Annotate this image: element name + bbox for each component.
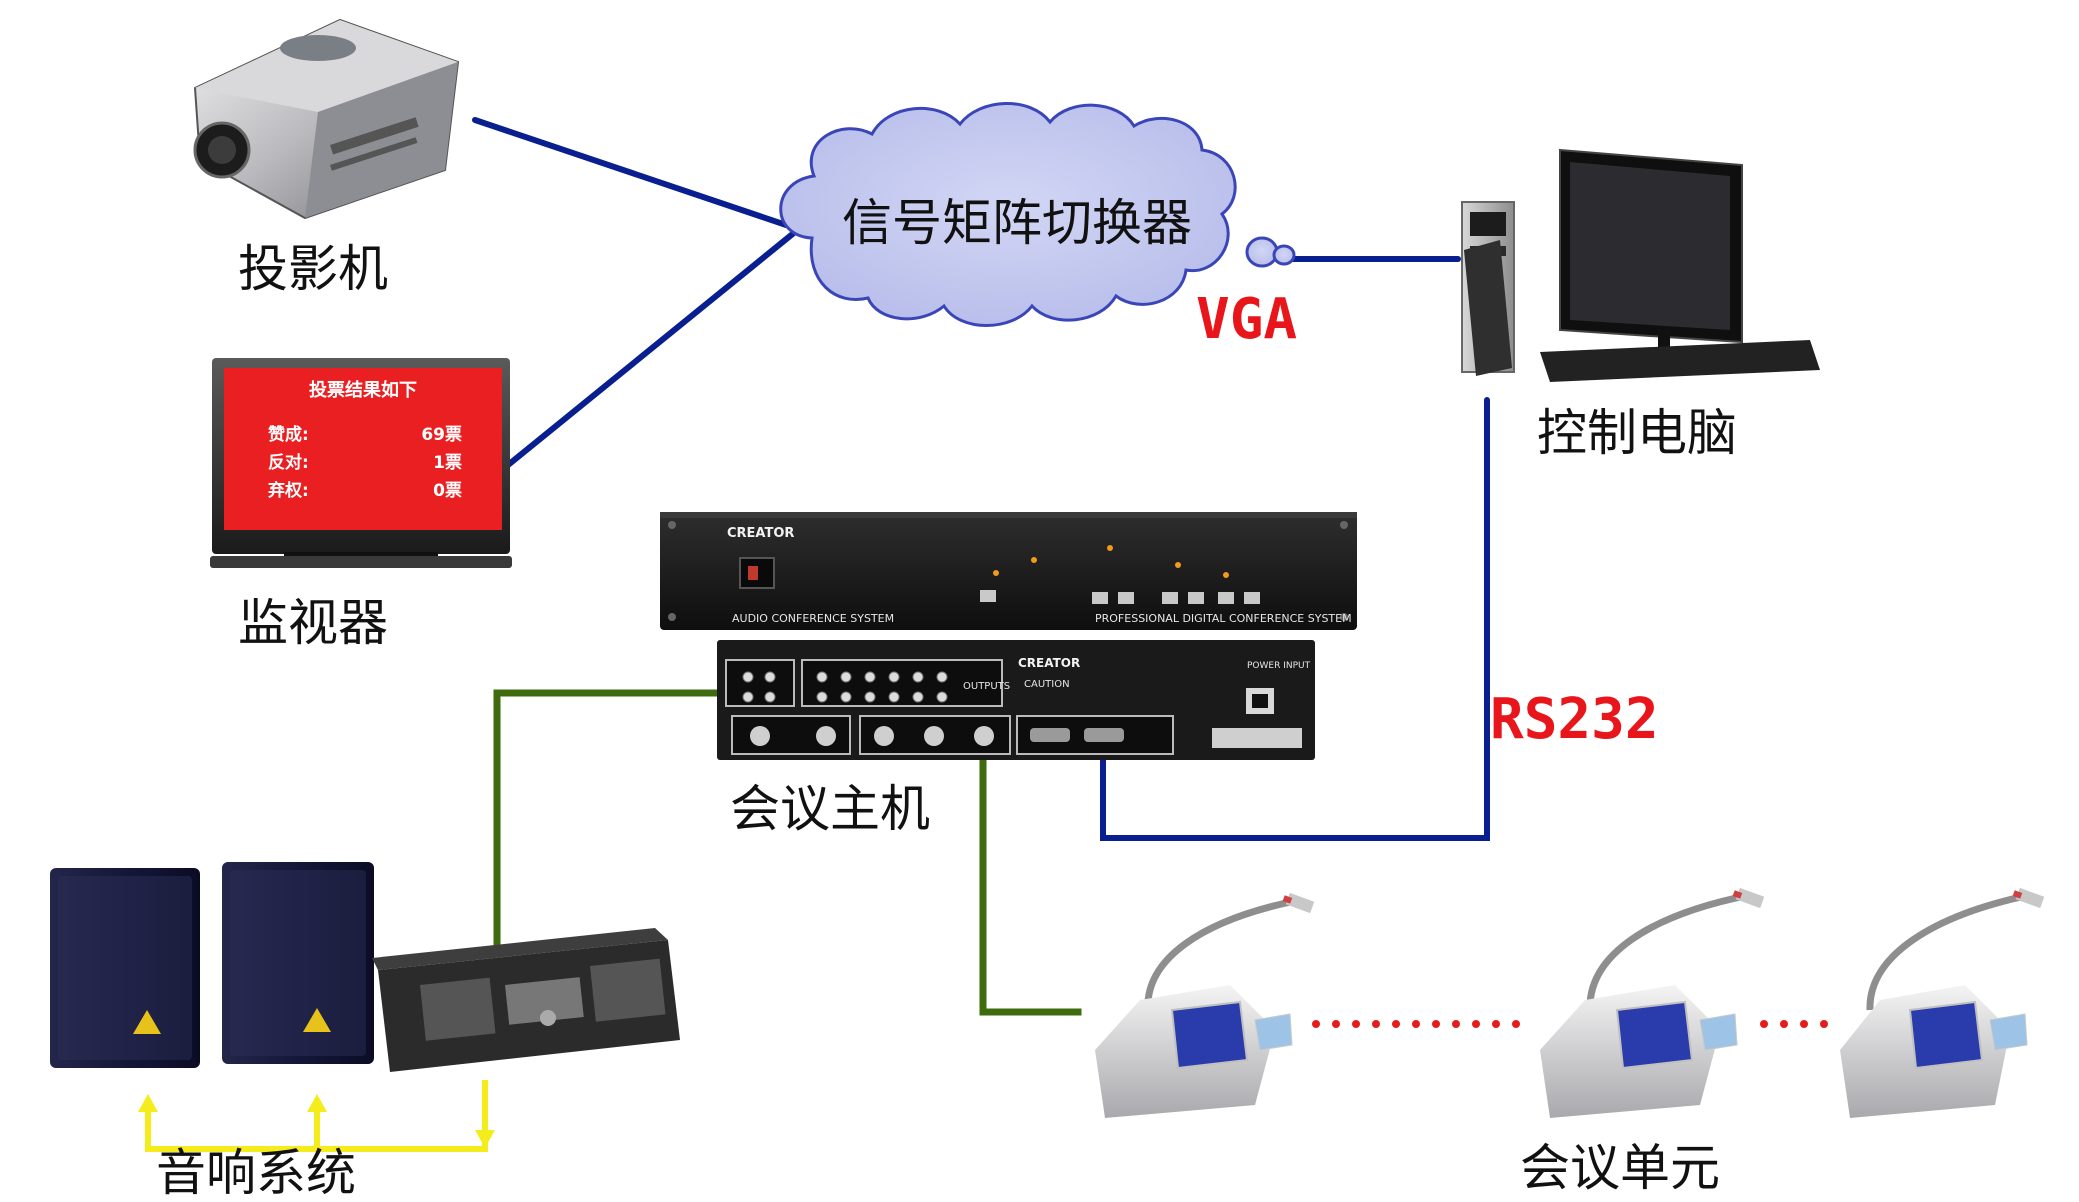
conference-unit-2	[1540, 887, 1765, 1118]
monitor-screen: 投票结果如下 赞成: 69票 反对: 1票 弃权: 0票	[224, 368, 502, 530]
conference-unit-label: 会议单元	[1520, 1139, 1720, 1197]
rack-unit-icon	[660, 512, 1357, 760]
video-connections	[472, 117, 1490, 841]
vote-result-title: 投票结果如下	[309, 380, 417, 401]
amplifier-icon	[372, 928, 680, 1072]
host-front-right-caption: PROFESSIONAL DIGITAL CONFERENCE SYSTEM	[1095, 612, 1352, 625]
vote-row-for: 赞成: 69票	[268, 420, 462, 445]
host-rear-outputs: OUTPUTS	[963, 681, 1011, 692]
projector-to-switcher-line	[472, 117, 798, 231]
matrix-switcher-cloud	[779, 102, 1296, 327]
desktop-computer-icon	[1461, 148, 1820, 382]
host-front-left-caption: AUDIO CONFERENCE SYSTEM	[732, 612, 895, 625]
rs232-protocol-label: RS232	[1490, 687, 1659, 752]
arrow-up-1	[138, 1094, 158, 1112]
rs232-host-to-pc-line	[1100, 397, 1490, 841]
projector-label: 投影机	[238, 240, 388, 298]
audio-system-label: 音响系统	[156, 1144, 356, 1202]
vote-value: 69票	[421, 425, 462, 445]
unit-chain-dots	[1312, 1020, 1828, 1028]
arrow-down-3	[475, 1130, 495, 1148]
projector-icon	[193, 18, 460, 220]
vote-row-against: 反对: 1票	[268, 448, 462, 473]
host-front-brand: CREATOR	[727, 526, 795, 541]
conference-unit-1	[1095, 892, 1315, 1118]
conference-host-label: 会议主机	[730, 780, 930, 838]
vote-value: 1票	[433, 453, 462, 473]
host-rear-brand: CREATOR	[1018, 656, 1081, 670]
monitor-label: 监视器	[238, 594, 388, 652]
vote-row-abstain: 弃权: 0票	[268, 476, 462, 501]
host-to-amplifier-line	[493, 689, 749, 949]
host-rear-caution: CAUTION	[1024, 679, 1070, 690]
host-to-conference-unit-line	[979, 739, 1082, 1016]
monitor-to-switcher-line	[505, 229, 798, 468]
speaker-icon	[50, 862, 374, 1068]
vote-value: 0票	[433, 481, 462, 501]
vote-label: 反对:	[268, 453, 309, 473]
vga-protocol-label: VGA	[1196, 287, 1298, 352]
vote-label: 弃权:	[268, 481, 309, 501]
arrow-up-2	[307, 1094, 327, 1112]
host-rear-power: POWER INPUT	[1247, 661, 1311, 671]
conference-unit-3	[1840, 887, 2045, 1118]
gooseneck-mic-icon	[1866, 887, 2045, 1011]
matrix-switcher-label: 信号矩阵切换器	[842, 194, 1192, 252]
gooseneck-mic-icon	[1144, 892, 1315, 1011]
audio-connections	[493, 689, 1082, 1016]
host-front-panel	[660, 512, 1357, 630]
control-pc-label: 控制电脑	[1537, 404, 1737, 462]
vote-label: 赞成:	[268, 425, 309, 445]
speaker-connections	[138, 1080, 495, 1152]
gooseneck-mic-icon	[1586, 887, 1765, 1011]
